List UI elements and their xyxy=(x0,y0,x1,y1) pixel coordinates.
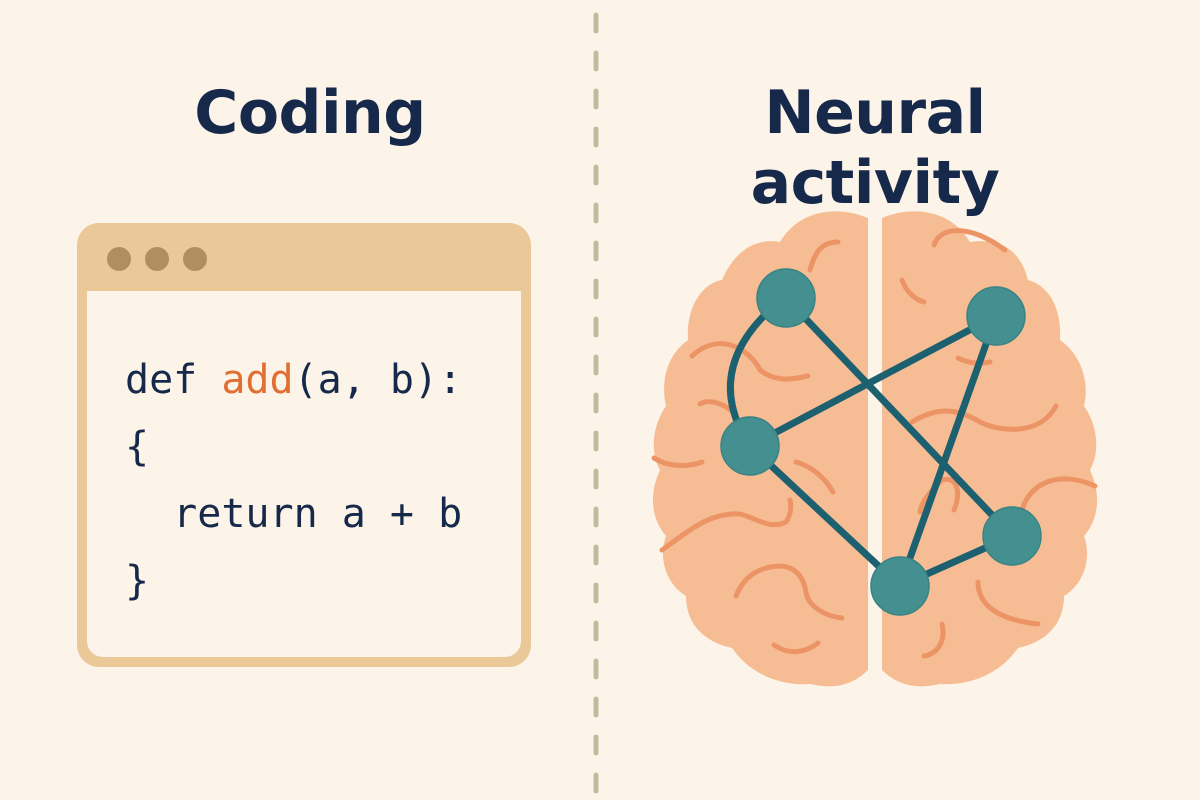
network-node-icon xyxy=(720,416,780,476)
code-window: def add(a, b): { return a + b } xyxy=(77,223,531,667)
network-node-icon xyxy=(756,268,816,328)
code-block: def add(a, b): { return a + b } xyxy=(125,347,462,615)
code-close-brace: } xyxy=(125,558,150,604)
window-dot-icon xyxy=(145,247,169,271)
code-keyword: def xyxy=(125,357,222,403)
window-dot-icon xyxy=(107,247,131,271)
network-nodes xyxy=(720,268,1042,616)
code-editor-body: def add(a, b): { return a + b } xyxy=(87,291,521,657)
network-node-icon xyxy=(966,286,1026,346)
right-hemisphere xyxy=(882,211,1098,687)
code-open-brace: { xyxy=(125,424,150,470)
dashed-divider xyxy=(593,12,599,800)
network-node-icon xyxy=(982,506,1042,566)
window-dot-icon xyxy=(183,247,207,271)
code-function-name: add xyxy=(221,357,294,403)
brain-network-icon xyxy=(651,211,1098,687)
network-node-icon xyxy=(870,556,930,616)
coding-title: Coding xyxy=(194,78,426,148)
code-params: (a, b): xyxy=(293,357,463,403)
code-return-line: return a + b xyxy=(125,491,463,537)
brain-folds xyxy=(651,228,1098,659)
neural-activity-title: Neural activity xyxy=(750,78,1000,218)
